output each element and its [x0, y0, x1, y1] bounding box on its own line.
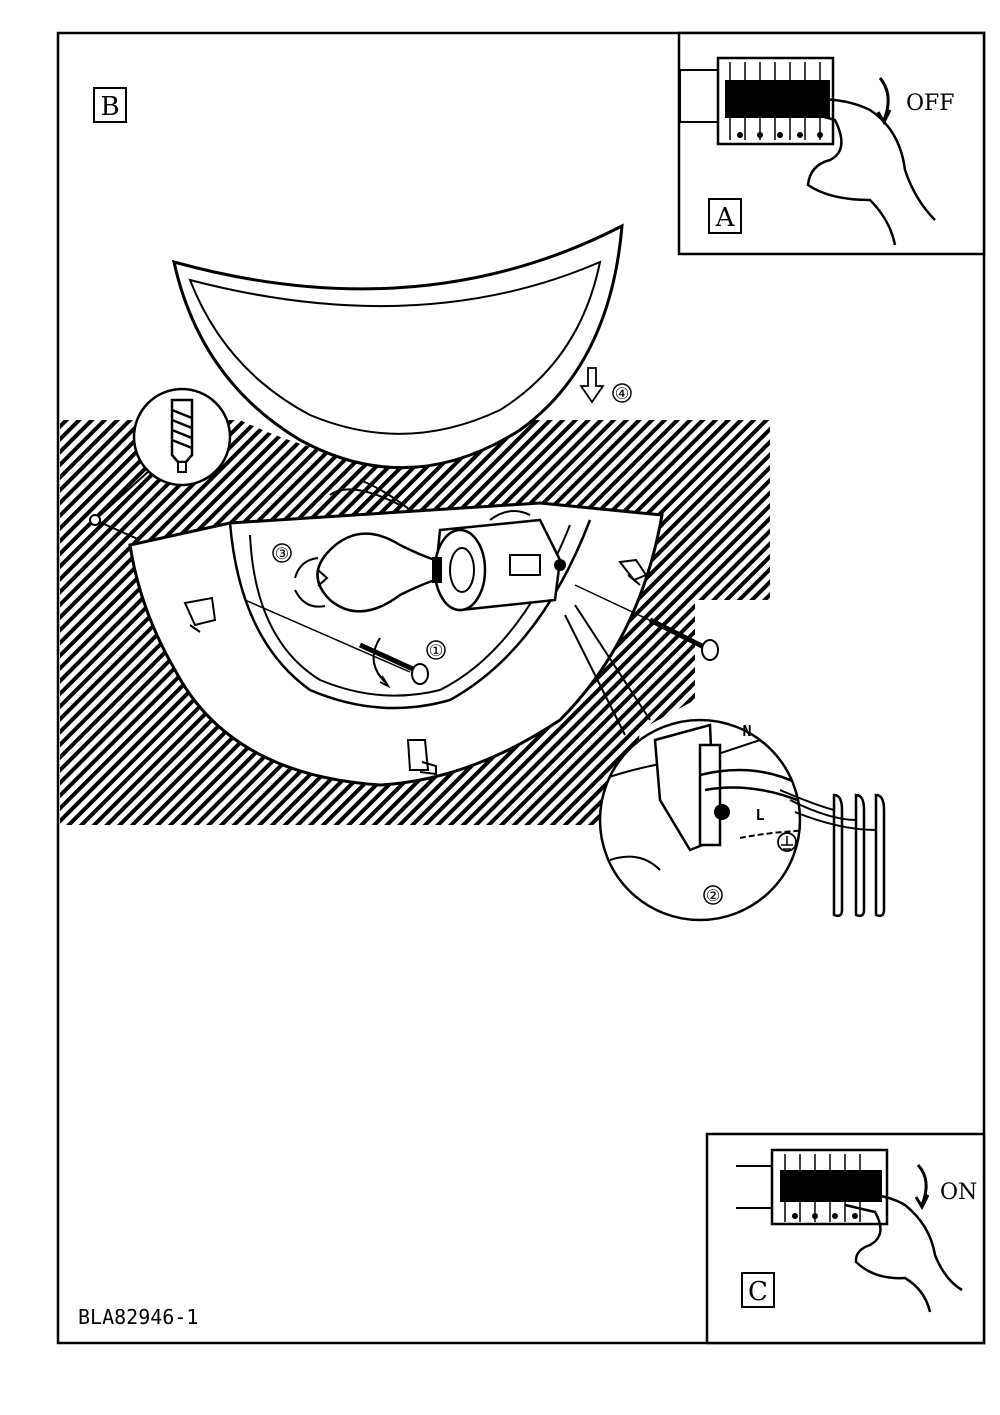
panel-c-switch-on: ON C: [705, 1132, 986, 1345]
wire-label-live: L: [755, 806, 764, 824]
wiring-zoom-callout: N L ②: [564, 604, 802, 922]
step-1-number: ①: [429, 641, 443, 660]
panel-b-letter: B: [100, 92, 119, 122]
panel-b-label: B: [93, 87, 127, 123]
wall-plug-callout: [89, 387, 232, 541]
hand-icon: [834, 1192, 963, 1313]
mains-cables: [779, 789, 886, 918]
glass-shade: [171, 223, 624, 470]
panel-a-switch-off: OFF A: [677, 31, 986, 256]
step-4-arrow: ④: [579, 367, 632, 404]
panel-a-letter: A: [715, 203, 736, 233]
wall-plug-icon: [170, 398, 194, 473]
step-4-number: ④: [615, 384, 629, 403]
lamp-holder: [433, 510, 566, 612]
switch-off-label: OFF: [906, 91, 955, 116]
wire-label-neutral: N: [742, 722, 751, 740]
fixing-screw-inner: ①: [244, 599, 446, 689]
page-frame: [56, 31, 986, 1345]
fuse-box-icon: [679, 56, 835, 146]
on-rotation-arrow: [914, 1163, 930, 1211]
fuse-box-icon: [770, 1148, 889, 1226]
light-bulb: ③: [272, 532, 442, 613]
step-3-number: ③: [275, 544, 289, 563]
fixing-screw-outer: [574, 584, 719, 661]
document-code: BLA82946-1: [78, 1305, 198, 1329]
hand-icon: [789, 97, 936, 246]
switch-on-label: ON: [940, 1180, 977, 1205]
step-2-number: ②: [706, 886, 720, 905]
off-rotation-arrow: [876, 77, 892, 126]
panel-c-letter: C: [748, 1277, 768, 1307]
